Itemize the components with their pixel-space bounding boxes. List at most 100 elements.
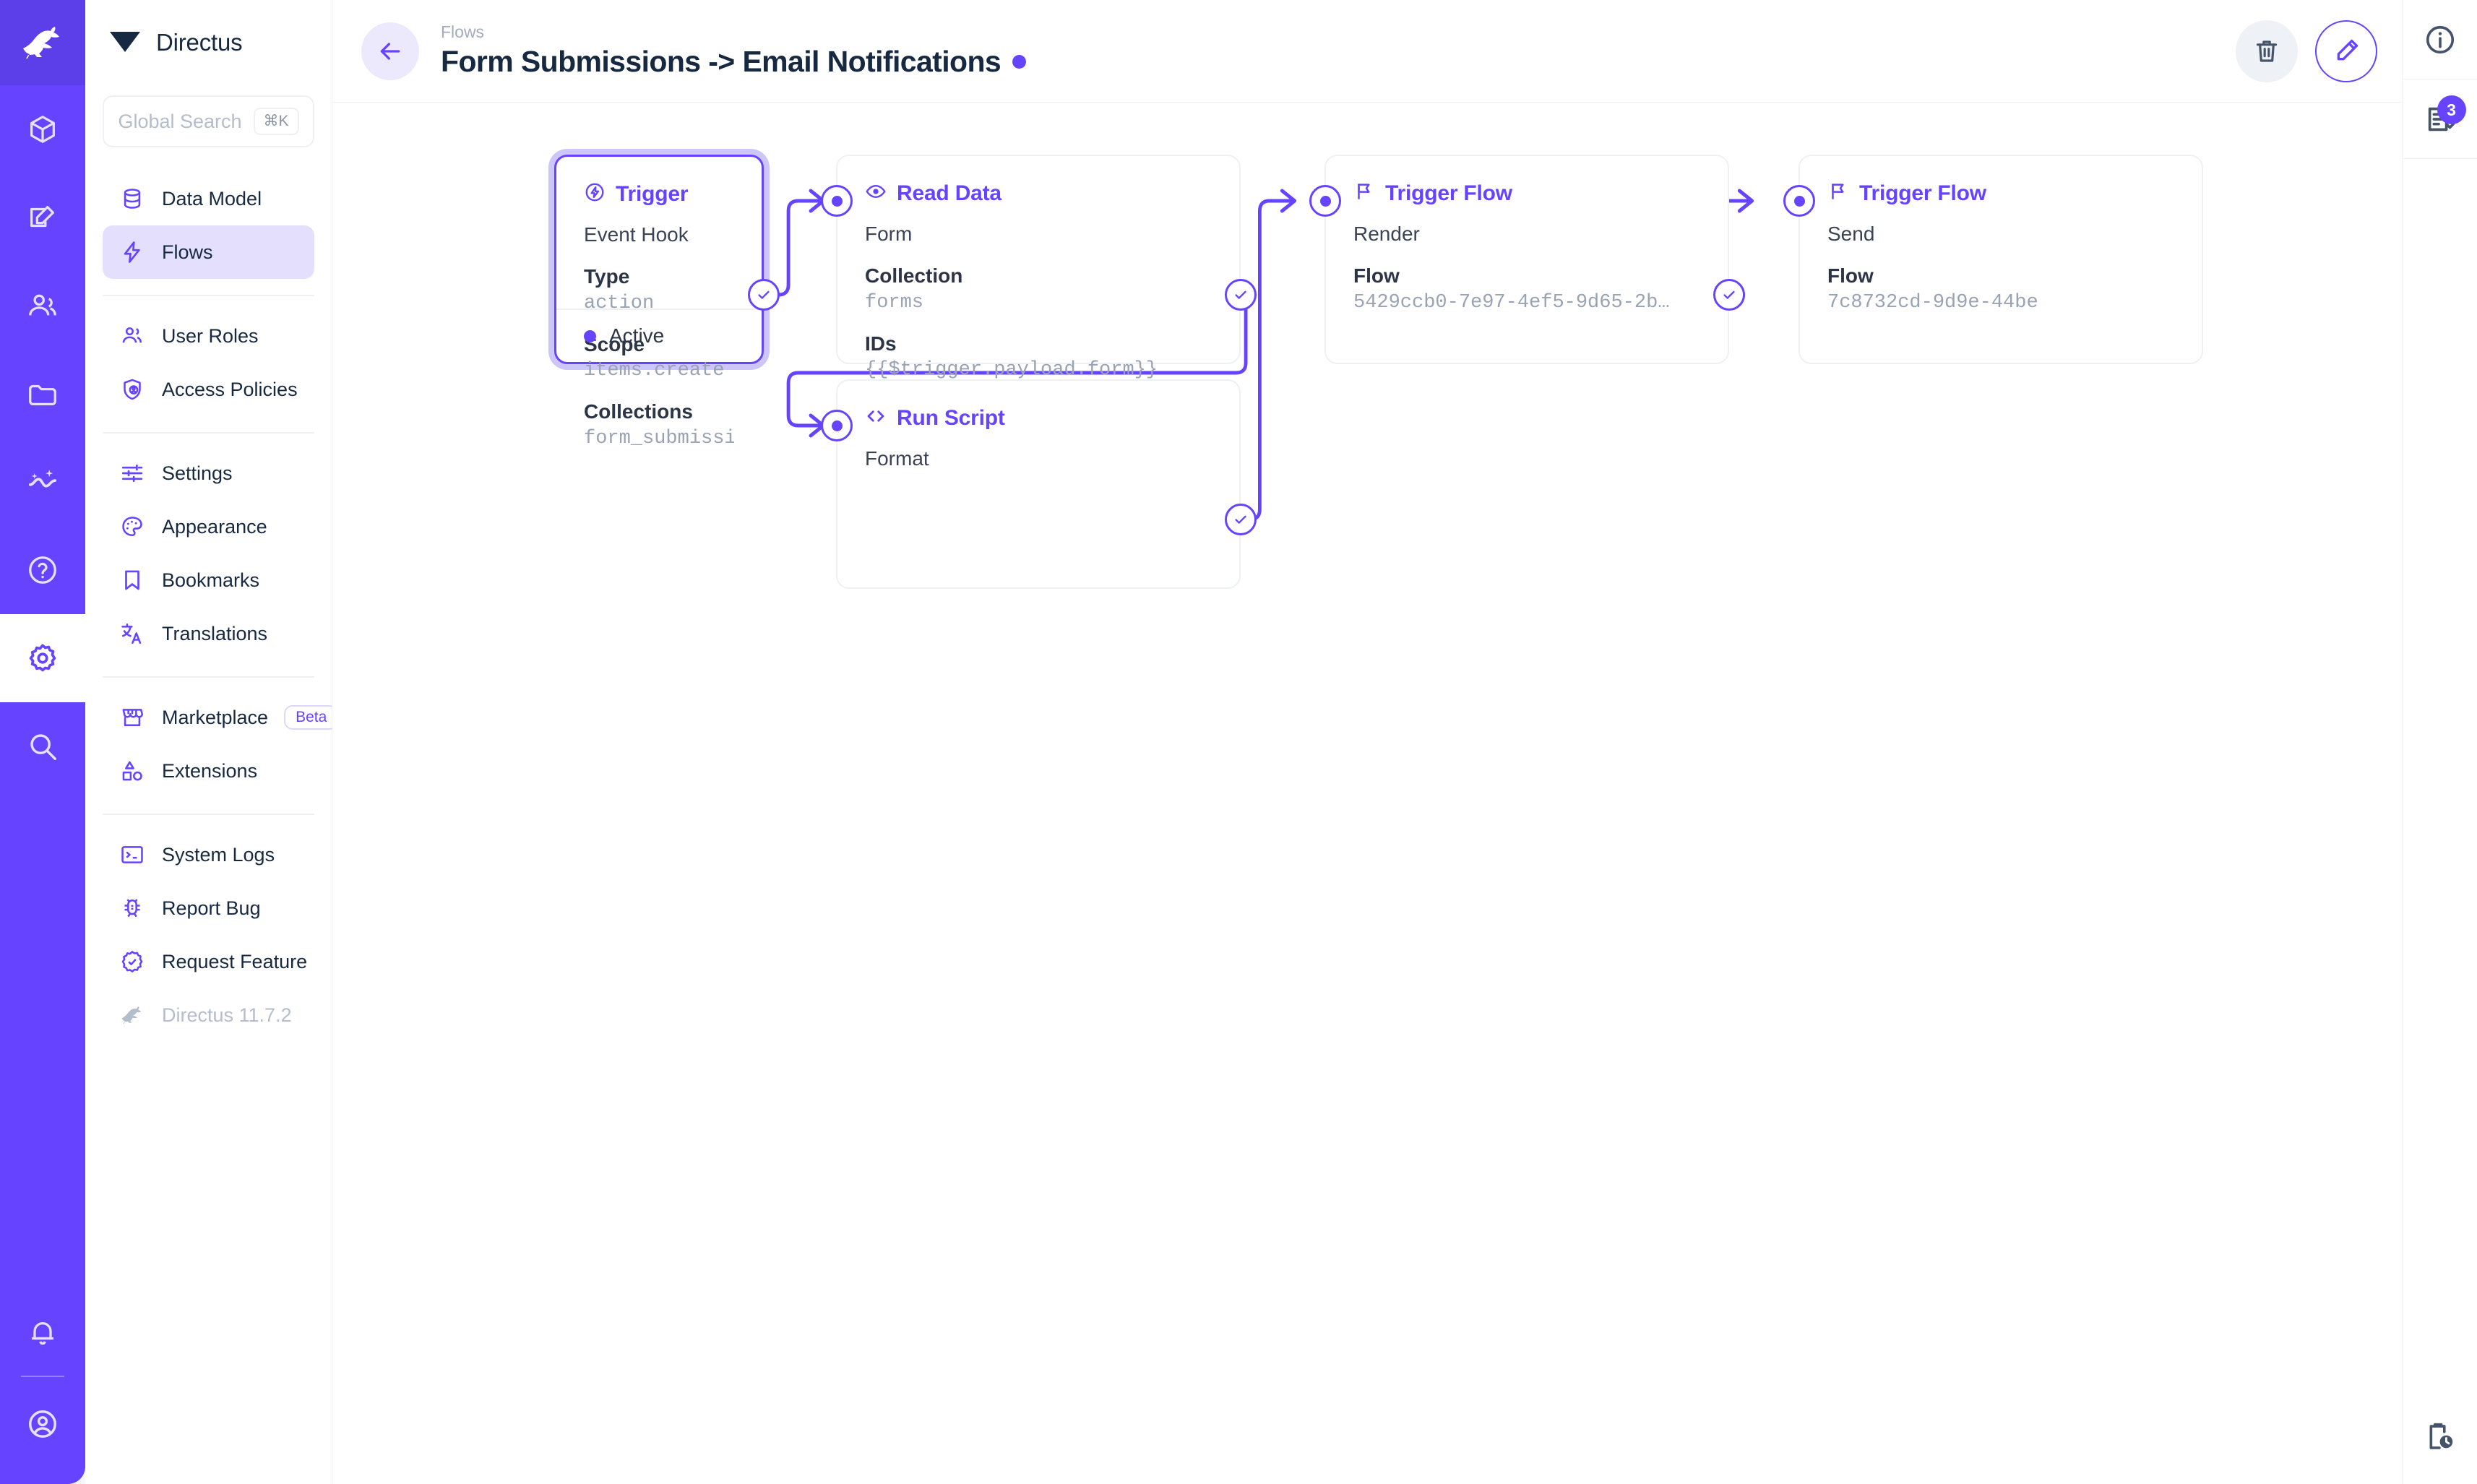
right-sidebar: 3 xyxy=(2402,0,2477,1484)
flow-node-trigger-flow-render[interactable]: Trigger Flow Render Flow 5429ccb0-7e97-4… xyxy=(1324,155,1729,364)
palette-icon xyxy=(119,513,146,540)
sidebar-item-extensions[interactable]: Extensions xyxy=(103,744,314,798)
field-label: Collections xyxy=(584,400,693,423)
search-shortcut-kbd: ⌘K xyxy=(253,108,299,135)
code-brackets-icon xyxy=(865,405,887,431)
rail-item-search[interactable] xyxy=(0,702,85,790)
sidebar-item-bookmarks[interactable]: Bookmarks xyxy=(103,553,314,607)
node-type-label: Trigger Flow xyxy=(1859,181,1986,205)
rail-item-file-library[interactable] xyxy=(0,350,85,438)
rail-item-user-directory[interactable] xyxy=(0,262,85,350)
rail-item-help[interactable] xyxy=(0,526,85,614)
sidebar-item-version: Directus 11.7.2 xyxy=(103,988,314,1042)
search-input[interactable]: Global Search ⌘K xyxy=(103,95,314,147)
breadcrumb[interactable]: Flows xyxy=(441,22,485,42)
sidebar-item-label: Translations xyxy=(162,622,268,644)
bug-icon xyxy=(119,894,146,922)
storefront-icon xyxy=(119,704,146,731)
field-label: Flow xyxy=(1353,264,1400,287)
port-dot xyxy=(1793,195,1805,207)
flow-logs-button[interactable] xyxy=(2403,1397,2477,1477)
port-input-read-data[interactable] xyxy=(821,185,853,217)
sidebar-item-marketplace[interactable]: Marketplace Beta xyxy=(103,691,339,744)
directus-rabbit-logo-icon[interactable] xyxy=(0,0,85,85)
sidebar-item-label: Request Feature xyxy=(162,950,308,972)
field-value: {{$trigger.payload.form}} xyxy=(865,359,1158,381)
sidebar-item-flows[interactable]: Flows xyxy=(103,225,314,279)
port-dot xyxy=(831,195,843,207)
port-resolve-read-data[interactable] xyxy=(1225,279,1257,311)
port-resolve-trigger[interactable] xyxy=(748,279,780,311)
delete-flow-button[interactable] xyxy=(2236,20,2298,82)
field-value: 7c8732cd-9d9e-44be xyxy=(1827,291,2038,314)
node-body: Send Flow 7c8732cd-9d9e-44be xyxy=(1800,206,2202,317)
field-label: Type xyxy=(584,265,630,288)
flow-node-run-script[interactable]: Run Script Format xyxy=(836,379,1241,589)
directus-mark-icon xyxy=(110,30,140,56)
sidebar-item-label: Flows xyxy=(162,241,213,263)
sidebar-item-label: Settings xyxy=(162,462,233,484)
page-title: Form Submissions -> Email Notifications xyxy=(441,44,1001,78)
rail-divider xyxy=(21,1376,64,1377)
flow-canvas[interactable]: Trigger Event Hook Type action Scope ite… xyxy=(332,103,2402,1484)
flow-node-trigger-flow-send[interactable]: Trigger Flow Send Flow 7c8732cd-9d9e-44b… xyxy=(1798,155,2203,364)
sidebar-item-system-logs[interactable]: System Logs xyxy=(103,828,314,881)
flow-node-read-data[interactable]: Read Data Form Collection forms IDs {{$t… xyxy=(836,155,1241,381)
sidebar-item-report-bug[interactable]: Report Bug xyxy=(103,881,314,935)
field-label: Collection xyxy=(865,264,963,287)
port-resolve-run-script[interactable] xyxy=(1225,504,1257,535)
field-value: 5429ccb0-7e97-4ef5-9d65-2b… xyxy=(1353,291,1670,314)
port-dot xyxy=(831,420,843,431)
field-label: Flow xyxy=(1827,264,1874,287)
rail-item-account[interactable] xyxy=(0,1384,85,1464)
sidebar-item-appearance[interactable]: Appearance xyxy=(103,500,314,553)
users-icon xyxy=(119,322,146,350)
bolt-icon xyxy=(119,238,146,266)
nav-group-marketplace: Marketplace Beta Extensions xyxy=(85,678,339,798)
edit-flow-button[interactable] xyxy=(2315,20,2377,82)
rail-item-insights[interactable] xyxy=(0,438,85,526)
sidebar-item-label: Appearance xyxy=(162,515,267,538)
revisions-sidebar-button[interactable]: 3 xyxy=(2402,79,2477,159)
node-header: Trigger Flow xyxy=(1326,156,1728,206)
global-search-wrap: Global Search ⌘K xyxy=(85,85,332,147)
sidebar-item-user-roles[interactable]: User Roles xyxy=(103,309,314,363)
back-button[interactable] xyxy=(361,22,419,80)
flow-node-trigger[interactable]: Trigger Event Hook Type action Scope ite… xyxy=(554,155,764,449)
port-resolve-trigger-flow-render[interactable] xyxy=(1713,279,1745,311)
sidebar-item-translations[interactable]: Translations xyxy=(103,607,314,660)
port-input-trigger-flow-send[interactable] xyxy=(1783,185,1815,217)
rail-item-content[interactable] xyxy=(0,85,85,173)
field-value: forms xyxy=(865,291,924,314)
port-input-run-script[interactable] xyxy=(821,410,853,441)
nav-group-users: User Roles Access Policies xyxy=(85,296,332,416)
topbar: Flows Form Submissions -> Email Notifica… xyxy=(332,0,2402,103)
rail-item-editor[interactable] xyxy=(0,173,85,262)
sidebar-item-settings[interactable]: Settings xyxy=(103,447,314,500)
sidebar-item-data-model[interactable]: Data Model xyxy=(103,172,314,225)
nav-divider xyxy=(103,295,314,296)
rail-item-settings[interactable] xyxy=(0,614,85,702)
nav-group-data: Data Model Flows xyxy=(85,147,332,279)
nav-group-support: System Logs Report Bug xyxy=(85,815,332,1042)
main-region: Flows Form Submissions -> Email Notifica… xyxy=(332,0,2402,1484)
search-placeholder: Global Search xyxy=(118,110,242,132)
info-sidebar-button[interactable] xyxy=(2402,0,2477,79)
node-header: Run Script xyxy=(837,381,1239,431)
title-block: Flows Form Submissions -> Email Notifica… xyxy=(441,22,1027,78)
rail-item-notifications[interactable] xyxy=(0,1292,85,1371)
node-name: Form xyxy=(865,223,913,245)
node-field: Scope items.create xyxy=(584,331,734,386)
port-input-trigger-flow-render[interactable] xyxy=(1309,185,1341,217)
sidebar-item-label: System Logs xyxy=(162,843,275,866)
sidebar-item-request-feature[interactable]: Request Feature xyxy=(103,935,314,988)
bolt-circle-icon xyxy=(584,181,606,207)
sidebar-item-access-policies[interactable]: Access Policies xyxy=(103,363,314,416)
sidebar-item-label: Report Bug xyxy=(162,897,261,919)
flag-icon xyxy=(1827,181,1849,206)
field-label: IDs xyxy=(865,332,897,355)
field-value: form_submissions xyxy=(584,427,734,449)
sidebar-item-label: Bookmarks xyxy=(162,569,260,591)
rabbit-icon xyxy=(119,1001,146,1029)
